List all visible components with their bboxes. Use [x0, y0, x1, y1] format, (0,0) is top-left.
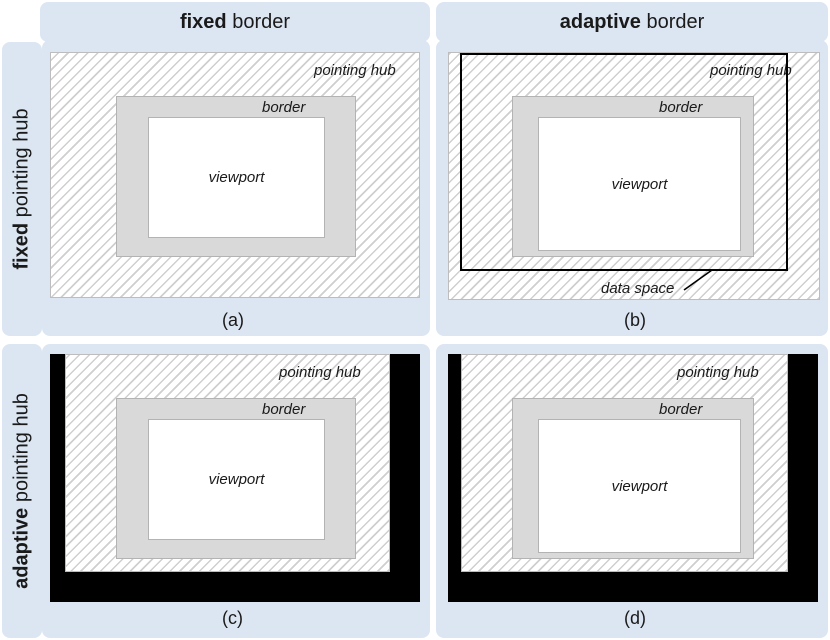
column-header-bold: adaptive	[559, 10, 641, 33]
column-header-fixed-border: fixed border	[40, 2, 430, 42]
row-header-rest: pointing hub	[10, 393, 33, 508]
pointing-hub-label: pointing hub	[710, 62, 792, 79]
column-header-bold: fixed	[179, 10, 227, 33]
caption-c: (c)	[222, 608, 243, 628]
row-header-bold: adaptive	[10, 507, 33, 589]
pointing-hub-label: pointing hub	[279, 364, 361, 381]
row-header-fixed-pointing-hub: fixed pointing hub	[2, 42, 42, 336]
pointing-hub-label: pointing hub	[314, 62, 396, 79]
data-space-leader-line	[683, 269, 713, 291]
column-header-rest: border	[640, 10, 705, 33]
caption-a: (a)	[222, 310, 244, 330]
pointing-hub-area	[448, 52, 820, 300]
viewport-label: viewport	[611, 175, 668, 193]
row-header-adaptive-pointing-hub: adaptive pointing hub	[2, 344, 42, 638]
viewport-label: viewport	[208, 169, 265, 186]
data-space-label: data space	[601, 280, 675, 297]
viewport-label: viewport	[611, 477, 668, 495]
caption-d: (d)	[624, 608, 646, 628]
column-header-adaptive-border: adaptive border	[436, 2, 828, 42]
viewport-label: viewport	[208, 471, 265, 488]
viewport-area: viewport	[538, 419, 741, 553]
column-header-rest: border	[226, 10, 291, 33]
border-label: border	[659, 401, 703, 418]
border-label: border	[659, 99, 703, 116]
viewport-area: viewport	[538, 117, 741, 251]
border-label: border	[262, 401, 306, 418]
viewport-area: viewport	[148, 419, 325, 540]
row-header-label: adaptive pointing hub	[11, 393, 34, 589]
data-space-outline	[460, 53, 788, 271]
row-header-label: fixed pointing hub	[11, 108, 34, 269]
row-header-rest: pointing hub	[10, 108, 33, 223]
row-header-bold: fixed	[10, 222, 33, 270]
border-label: border	[262, 99, 306, 116]
caption-b: (b)	[624, 310, 646, 330]
viewport-area: viewport	[148, 117, 325, 238]
pointing-hub-label: pointing hub	[677, 364, 759, 381]
